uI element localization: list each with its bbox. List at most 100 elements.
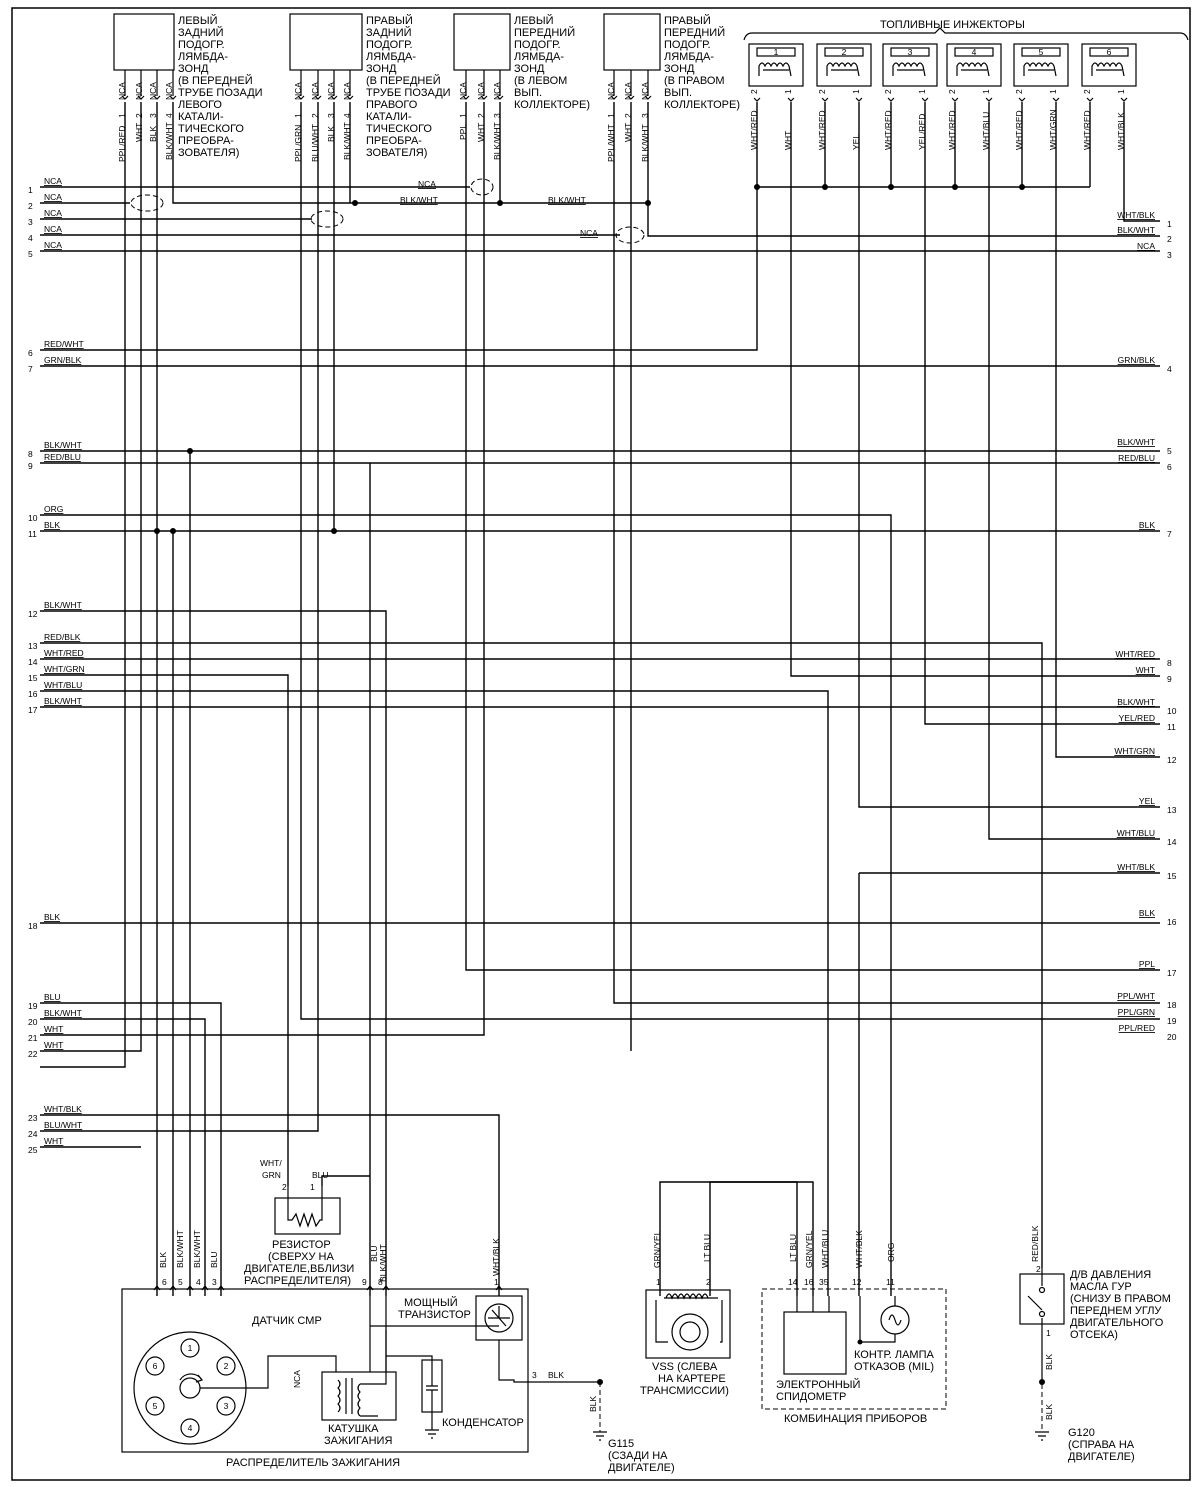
lf-o2-pin-1-num: 1: [458, 113, 468, 118]
cluster-pin16-num: 16: [804, 1277, 814, 1287]
resistor-pin2-num: 2: [282, 1182, 287, 1192]
cylinder-number: 1: [188, 1343, 193, 1353]
left-conn-wire-label: BLK: [44, 520, 60, 530]
injector-pin-terminals: [951, 97, 993, 102]
injector-box: [748, 43, 804, 87]
right-conn-pin-num: 3: [1167, 250, 1172, 260]
injector-box: [882, 43, 938, 87]
injector-pin-num: 1: [917, 89, 927, 94]
ignition-coil-box: [321, 1371, 397, 1421]
harness-wire: [40, 102, 142, 1052]
left-conn-wire-label: NCA: [44, 208, 62, 218]
injector-pin-wire: WHT/RED: [947, 110, 957, 150]
ps-label-0: Д/В ДАВЛЕНИЯ: [1070, 1269, 1151, 1281]
dist-pin1-num: 1: [494, 1277, 499, 1287]
harness-wire: [40, 674, 289, 1186]
distributor-internal-wires: [369, 1296, 528, 1383]
right-connector: 1WHT/BLK2BLK/WHT3NCA4GRN/BLK5BLK/WHT6RED…: [1114, 210, 1176, 1042]
left-conn-pin-num: 9: [28, 461, 33, 471]
right-conn-pin-num: 9: [1167, 674, 1172, 684]
injector-pin-wire: WHT: [783, 131, 793, 150]
top-nca-label-2: NCA: [580, 228, 598, 238]
cylinder-number: 3: [224, 1401, 229, 1411]
cluster-pin35-wire: WHT/BLU: [820, 1230, 830, 1268]
harness-wire: [465, 102, 1160, 971]
lf-o2-pin-2-num: 2: [476, 113, 486, 118]
dist-pin8-wire: BLK/WHT: [378, 1244, 388, 1282]
harness-wire: [40, 102, 126, 1068]
ps-pin2-num: 2: [1036, 1264, 1041, 1274]
cylinder-number: 5: [153, 1401, 158, 1411]
injector-pin-num: 1: [1048, 89, 1058, 94]
ps-label-4: ДВИГАТЕЛЬНОГО: [1070, 1317, 1164, 1329]
lr-o2-label-2: ПОДОГР.: [178, 39, 225, 51]
injector-pin-terminals: [821, 97, 863, 102]
lf-o2-label-6: ВЫП.: [514, 87, 542, 99]
right-conn-wire-label: BLK/WHT: [1117, 697, 1155, 707]
vss-coil: [664, 1293, 718, 1300]
splice-junction: [952, 184, 958, 190]
left-conn-pin-num: 21: [28, 1033, 38, 1043]
lr-o2-sensor-box: [113, 13, 175, 71]
rf-o2-label-5: (В ПРАВОМ: [664, 75, 725, 87]
o2-pin-terminal: [462, 70, 470, 100]
dist-pin9-wire: BLU: [369, 1245, 379, 1262]
cmp-sensor-label: ДАТЧИК CMP: [252, 1315, 322, 1327]
speedometer-leads: [796, 1296, 830, 1312]
left-conn-wire-label: WHT: [44, 1136, 63, 1146]
o2-pin-terminal: [330, 70, 338, 100]
vss-box: [645, 1289, 731, 1359]
rr-o2-label-6: ТРУБЕ ПОЗАДИ: [366, 87, 451, 99]
injector-pin-num: 2: [1014, 89, 1024, 94]
left-conn-pin-num: 10: [28, 513, 38, 523]
lr-o2-pin-3-wire: BLK: [148, 126, 158, 142]
lr-o2-label-10: ПРЕОБРА-: [178, 135, 234, 147]
transistor-label-1: ТРАНЗИСТОР: [398, 1309, 471, 1321]
left-conn-pin-num: 22: [28, 1049, 38, 1059]
o2-pin-terminal: [346, 70, 354, 100]
rf-o2-pins: PPL/WHT 1 NCA WHT 2 NCA BLK/WHT 3 NCA: [606, 82, 650, 162]
left-conn-wire-label: BLK/WHT: [44, 696, 82, 706]
left-conn-pin-num: 4: [28, 233, 33, 243]
left-conn-pin-num: 15: [28, 673, 38, 683]
injector-pin-wire: WHT/RED: [1014, 110, 1024, 150]
harness-wire: [40, 610, 387, 1296]
splice-junction: [154, 528, 160, 534]
injector-box: [1013, 43, 1069, 87]
o2-pin-terminal: [169, 70, 177, 100]
right-conn-pin-num: 14: [1167, 837, 1177, 847]
rf-o2-label-0: ПРАВЫЙ: [664, 14, 711, 27]
lf-o2-label-3: ЛЯМБДА-: [514, 51, 564, 63]
mil-filament: [888, 1314, 902, 1326]
right-conn-pin-num: 7: [1167, 529, 1172, 539]
dist-pin8-num: 8: [378, 1277, 383, 1287]
dist-gnd-pin-num: 3: [532, 1370, 537, 1380]
cluster-pin11-wire: ORG: [886, 1243, 896, 1262]
harness-wire: [40, 514, 892, 1296]
ground-g115: BLK G115 (СЗАДИ НА ДВИГАТЕЛЕ): [528, 1379, 675, 1474]
left-conn-wire-label: WHT: [44, 1024, 63, 1034]
right-conn-pin-num: 11: [1167, 722, 1176, 732]
right-conn-pin-num: 6: [1167, 462, 1172, 472]
dist-pin5-num: 5: [178, 1277, 183, 1287]
right-conn-wire-label: PPL/WHT: [1117, 991, 1155, 1001]
left-conn-wire-label: NCA: [44, 176, 62, 186]
right-conn-pin-num: 4: [1167, 364, 1172, 374]
left-conn-wire-label: NCA: [44, 240, 62, 250]
splice-junction: [645, 200, 651, 206]
harness-wire: [613, 102, 1160, 1004]
left-conn-pin-num: 13: [28, 641, 38, 651]
left-conn-pin-num: 6: [28, 348, 33, 358]
injector-num-tab: [1089, 47, 1129, 57]
left-conn-pin-num: 20: [28, 1017, 38, 1027]
injector-pin-num: 1: [851, 89, 861, 94]
cluster-pin12-wire: WHT/BLK: [854, 1230, 864, 1268]
vss-pin2-wire: LT BLU: [702, 1234, 712, 1262]
injector-pin-wire: YEL: [851, 134, 861, 150]
injector-pin-wire: WHT/RED: [1082, 110, 1092, 150]
